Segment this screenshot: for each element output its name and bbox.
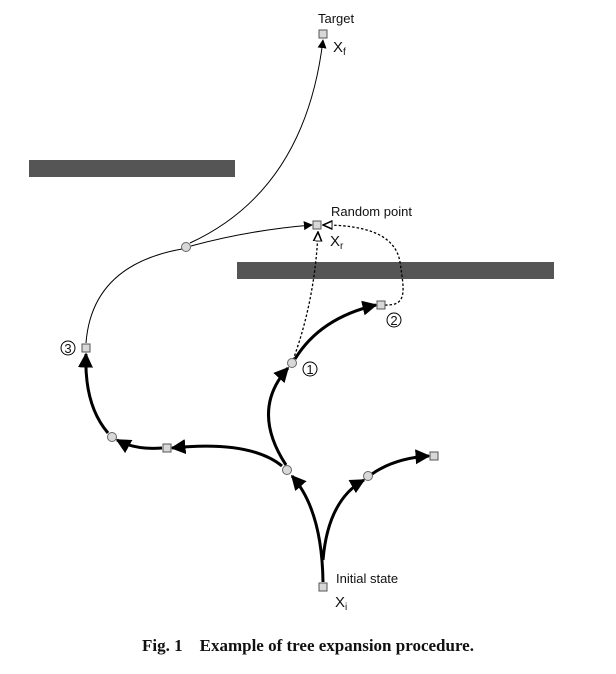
- edge-circle-target: [189, 39, 327, 244]
- right-circle: [363, 471, 373, 481]
- svg-text:2: 2: [390, 313, 397, 328]
- step-marker-1: 1: [302, 361, 318, 377]
- node2-square: [376, 300, 386, 310]
- edge-left-circle: [115, 438, 163, 454]
- left-circle: [107, 432, 117, 442]
- edge-root-fork: [290, 474, 325, 583]
- edge-root-right: [321, 478, 366, 561]
- obstacle-upper: [29, 160, 235, 177]
- node1-circle: [287, 358, 297, 368]
- fork-circle: [282, 465, 292, 475]
- edge-node3-circle: [85, 248, 183, 344]
- random-point-node: [312, 220, 322, 230]
- branch-circle: [181, 242, 191, 252]
- edge-right-end: [371, 449, 431, 476]
- svg-text:1: 1: [306, 362, 313, 377]
- target-label: Target: [318, 11, 355, 26]
- edge-circle-node3: [77, 352, 110, 434]
- obstacle-lower: [237, 262, 554, 279]
- step-marker-3: 3: [60, 340, 76, 356]
- edge-fork-left: [170, 439, 283, 468]
- initial-state-symbol: Xi: [335, 594, 347, 613]
- edge-circle-random: [190, 221, 313, 247]
- dotted-node2-random: [323, 225, 404, 306]
- edge-node1-node2: [293, 300, 378, 360]
- dotted-node1-random: [292, 232, 318, 361]
- random-point-label: Random point: [331, 204, 412, 219]
- right-end-square: [429, 451, 439, 461]
- step-marker-2: 2: [386, 312, 402, 328]
- random-point-symbol: Xr: [330, 233, 344, 252]
- figure-caption: Fig. 1 Example of tree expansion procedu…: [142, 636, 474, 655]
- svg-text:3: 3: [64, 341, 71, 356]
- left-square: [162, 443, 172, 453]
- initial-state-label: Initial state: [336, 571, 398, 586]
- node3-square: [81, 343, 91, 353]
- target-symbol: Xf: [333, 39, 346, 58]
- initial-state-node: [318, 582, 328, 592]
- target-node: [318, 29, 328, 39]
- edge-fork-node1: [267, 366, 290, 466]
